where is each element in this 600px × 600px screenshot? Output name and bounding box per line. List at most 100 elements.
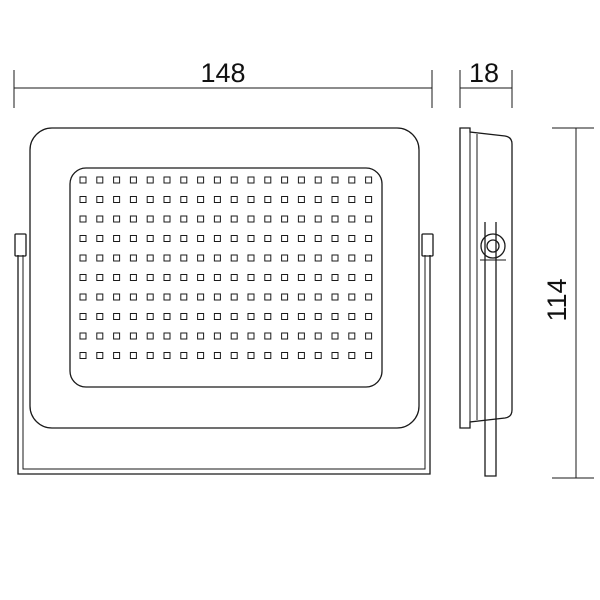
width-dimension: 148 bbox=[13, 58, 433, 108]
led-chip bbox=[281, 352, 289, 359]
led-chip bbox=[230, 254, 238, 262]
led-chip bbox=[213, 235, 221, 242]
led-chip bbox=[180, 196, 188, 203]
led-chip bbox=[79, 293, 87, 301]
led-chip bbox=[264, 196, 272, 203]
led-chip bbox=[348, 274, 356, 281]
led-chip bbox=[79, 196, 87, 203]
led-chip bbox=[79, 235, 87, 242]
side-hinge-knob bbox=[480, 233, 506, 259]
led-chip bbox=[314, 274, 322, 281]
led-chip bbox=[365, 293, 373, 301]
led-chip bbox=[264, 332, 272, 340]
led-chip bbox=[96, 235, 104, 242]
led-chip bbox=[365, 196, 373, 203]
led-chip bbox=[197, 332, 205, 340]
led-chip bbox=[281, 196, 289, 203]
led-panel bbox=[69, 167, 383, 388]
led-chip bbox=[180, 176, 188, 184]
led-chip bbox=[79, 332, 87, 340]
led-chip bbox=[331, 274, 339, 281]
led-chip bbox=[331, 352, 339, 359]
mounting-bracket bbox=[17, 255, 431, 475]
led-chip bbox=[247, 313, 255, 320]
led-chip bbox=[197, 196, 205, 203]
led-chip bbox=[129, 293, 137, 301]
led-chip bbox=[129, 196, 137, 203]
led-chip bbox=[314, 332, 322, 340]
led-chip bbox=[281, 176, 289, 184]
depth-label: 18 bbox=[469, 58, 499, 88]
led-chip bbox=[113, 293, 121, 301]
led-chip bbox=[297, 313, 305, 320]
led-chip bbox=[247, 293, 255, 301]
led-chip bbox=[365, 332, 373, 340]
led-chip bbox=[297, 215, 305, 223]
height-label: 114 bbox=[542, 278, 572, 321]
led-chip bbox=[146, 215, 154, 223]
led-chip bbox=[331, 254, 339, 262]
led-chip bbox=[163, 215, 171, 223]
mounting-bracket-inner bbox=[22, 255, 426, 470]
led-chip bbox=[96, 254, 104, 262]
led-chip bbox=[247, 332, 255, 340]
led-chip bbox=[213, 254, 221, 262]
led-chip bbox=[281, 235, 289, 242]
led-chip bbox=[180, 352, 188, 359]
led-chip bbox=[129, 274, 137, 281]
led-chip bbox=[163, 352, 171, 359]
width-label: 148 bbox=[200, 58, 245, 88]
hinge-pin-right bbox=[421, 233, 434, 257]
housing-outline bbox=[29, 127, 420, 429]
led-chip bbox=[113, 196, 121, 203]
led-chip bbox=[197, 352, 205, 359]
led-chip bbox=[197, 293, 205, 301]
led-chip bbox=[281, 313, 289, 320]
led-chip bbox=[213, 313, 221, 320]
led-chip bbox=[180, 235, 188, 242]
led-chip bbox=[230, 313, 238, 320]
led-chip bbox=[247, 176, 255, 184]
led-chip bbox=[348, 254, 356, 262]
led-chip bbox=[314, 196, 322, 203]
led-chip bbox=[348, 332, 356, 340]
led-chip bbox=[264, 176, 272, 184]
led-chip bbox=[113, 254, 121, 262]
led-chip bbox=[146, 293, 154, 301]
hinge-pin-left bbox=[14, 233, 27, 257]
led-chip bbox=[314, 352, 322, 359]
led-chip bbox=[365, 235, 373, 242]
led-chip bbox=[79, 176, 87, 184]
led-chip bbox=[331, 215, 339, 223]
led-chip bbox=[230, 293, 238, 301]
led-chip bbox=[297, 176, 305, 184]
led-chip bbox=[297, 235, 305, 242]
led-chip bbox=[230, 332, 238, 340]
led-chip bbox=[129, 313, 137, 320]
led-chip bbox=[264, 254, 272, 262]
led-chip bbox=[197, 176, 205, 184]
led-chip bbox=[79, 215, 87, 223]
led-chip bbox=[247, 196, 255, 203]
led-chip bbox=[230, 352, 238, 359]
led-chip bbox=[146, 176, 154, 184]
led-chip bbox=[331, 196, 339, 203]
led-chip bbox=[113, 352, 121, 359]
led-chip bbox=[113, 215, 121, 223]
led-chip bbox=[331, 176, 339, 184]
led-chip bbox=[79, 254, 87, 262]
led-chip bbox=[314, 215, 322, 223]
led-chip bbox=[96, 176, 104, 184]
led-chip bbox=[180, 254, 188, 262]
led-chip bbox=[247, 235, 255, 242]
led-chip bbox=[264, 313, 272, 320]
side-bracket-arm bbox=[484, 222, 497, 477]
led-chip bbox=[365, 274, 373, 281]
led-chip bbox=[96, 196, 104, 203]
led-chip bbox=[113, 176, 121, 184]
led-chip bbox=[163, 332, 171, 340]
led-chip bbox=[163, 274, 171, 281]
led-chip bbox=[348, 196, 356, 203]
led-chip bbox=[197, 215, 205, 223]
led-chip bbox=[146, 235, 154, 242]
